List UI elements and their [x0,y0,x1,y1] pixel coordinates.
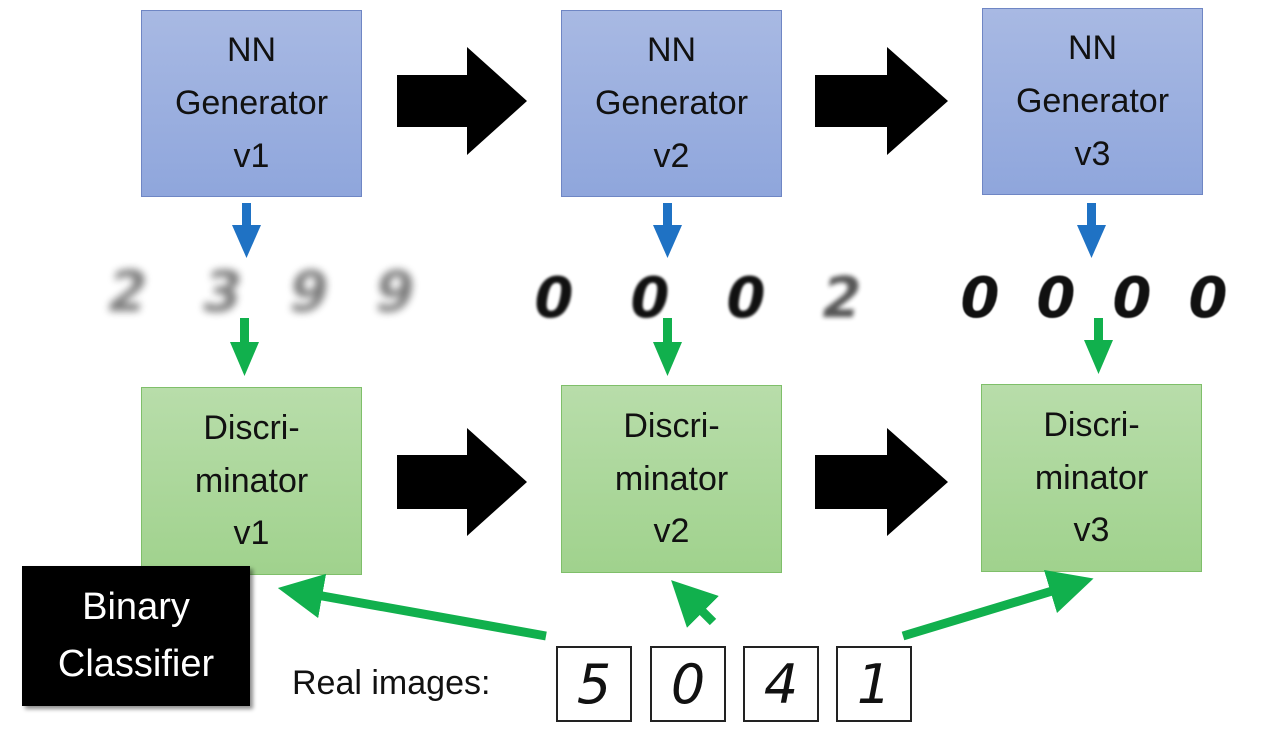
green-arrow-v2 [653,318,682,376]
generated-samples-v1: 2 3 9 9 [76,252,438,332]
green-arrow-v1 [230,318,259,376]
real-image-digit: 1 [856,652,892,716]
big-arrow-disc-2-3 [815,428,948,536]
real-image-thumb: 4 [743,646,819,722]
sample-digit: 0 [534,265,574,331]
real-image-digit: 5 [576,652,612,716]
discriminator-v1-box: Discri- minator v1 [141,387,362,575]
real-image-thumb: 0 [650,646,726,722]
sample-digit: 0 [726,265,766,331]
generated-samples-v3: 0 0 0 0 [942,258,1246,338]
sample-digit: 3 [203,259,243,325]
generator-v2-line1: NN [646,31,697,70]
discriminator-v3-line3: v3 [1073,511,1110,550]
discriminator-v1-line3: v1 [233,514,270,553]
blue-arrow-v2 [653,203,682,258]
generator-v2-box: NN Generator v2 [561,10,782,197]
sample-digit: 0 [1188,265,1228,331]
generator-v1-box: NN Generator v1 [141,10,362,197]
real-images-label: Real images: [292,664,491,702]
discriminator-v3-line2: minator [1034,458,1149,497]
real-image-thumb: 5 [556,646,632,722]
discriminator-v3-box: Discri- minator v3 [981,384,1202,572]
generator-v1-line2: Generator [174,84,329,123]
sample-digit: 0 [960,265,1000,331]
sample-digit: 9 [289,259,329,325]
discriminator-v1-line1: Discri- [203,408,300,447]
real-to-disc-v2-arrow [671,580,719,628]
real-to-disc-v3-arrow [901,569,1094,641]
real-to-disc-v1-arrow [277,573,547,641]
binary-classifier-line1: Binary [82,586,190,628]
binary-classifier-line2: Classifier [57,643,215,685]
sample-digit: 2 [108,259,148,325]
sample-digit: 2 [822,265,862,331]
real-image-digit: 0 [670,652,706,716]
generated-samples-v2: 0 0 0 2 [506,258,890,338]
generator-v1-line3: v1 [233,136,270,175]
generator-v3-line3: v3 [1074,134,1111,173]
generator-v3-line2: Generator [1015,82,1170,121]
discriminator-v2-box: Discri- minator v2 [561,385,782,573]
green-arrow-v3 [1084,318,1113,374]
generator-v3-line1: NN [1067,29,1118,68]
big-arrow-gen-1-2 [397,47,527,155]
binary-classifier-label: Binary Classifier [22,566,250,706]
generator-v3-box: NN Generator v3 [982,8,1203,195]
blue-arrow-v1 [232,203,261,258]
sample-digit: 9 [375,259,415,325]
discriminator-v3-line1: Discri- [1043,405,1140,444]
generator-v2-line2: Generator [594,84,749,123]
generator-v2-line3: v2 [653,136,690,175]
real-image-digit: 4 [763,652,799,716]
big-arrow-gen-2-3 [815,47,948,155]
real-image-thumb: 1 [836,646,912,722]
sample-digit: 0 [1112,265,1152,331]
discriminator-v2-line2: minator [614,459,729,498]
sample-digit: 0 [1036,265,1076,331]
big-arrow-disc-1-2 [397,428,527,536]
generator-v1-line1: NN [226,31,277,70]
discriminator-v1-line2: minator [194,461,309,500]
sample-digit: 0 [630,265,670,331]
blue-arrow-v3 [1077,203,1106,258]
discriminator-v2-line3: v2 [653,512,690,551]
discriminator-v2-line1: Discri- [623,406,720,445]
